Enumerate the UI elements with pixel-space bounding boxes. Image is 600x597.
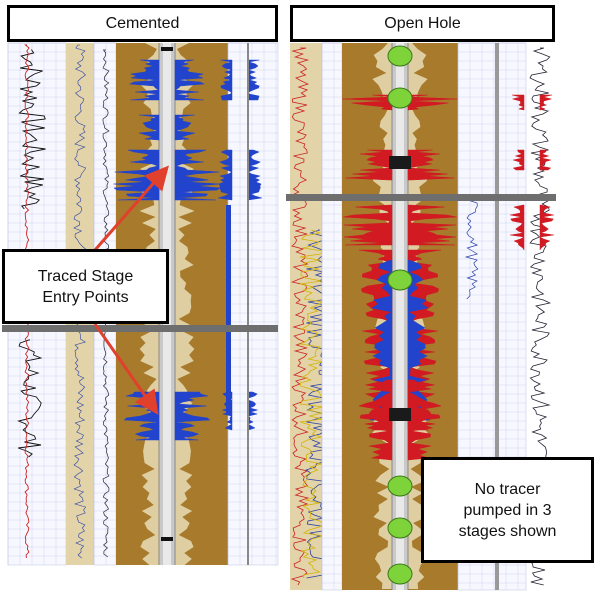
cemented-tracer-1-left <box>128 59 160 101</box>
entry-arrow-lower <box>93 323 159 415</box>
openhole-response-2-right <box>539 149 552 171</box>
cemented-tracer-2-right <box>174 114 195 141</box>
sleeve-marker-1 <box>389 156 411 169</box>
no-tracer-line-3: stages shown <box>458 522 557 540</box>
open-hole-title-text: Open Hole <box>384 14 461 32</box>
openhole-tracer-6-right <box>407 379 434 461</box>
cemented-gamma-curve-lower <box>17 339 43 458</box>
packer-marker-4 <box>387 475 413 497</box>
cemented-response-3 <box>221 391 259 431</box>
openhole-response-3-right <box>539 204 554 251</box>
no-tracer-callout: No tracer pumped in 3 stages shown <box>421 457 594 563</box>
cemented-stage-divider <box>2 325 278 332</box>
cemented-response-track <box>227 42 279 566</box>
openhole-tracer-2 <box>345 149 455 181</box>
entry-points-line-1: Traced Stage <box>37 267 134 285</box>
openhole-tracer-6-left <box>366 379 393 461</box>
openhole-tracer-2-left <box>345 149 393 181</box>
cemented-response-1-right <box>247 59 260 101</box>
cemented-tracer-1 <box>128 59 206 101</box>
openhole-tracer-3 <box>343 204 457 246</box>
openhole-response-1 <box>511 94 553 111</box>
packer-marker-5 <box>387 517 413 539</box>
openhole-response-2 <box>512 149 552 171</box>
cemented-response-1-left <box>220 59 233 101</box>
sleeve-marker-top <box>161 47 173 51</box>
cemented-tracer-1-right <box>174 59 206 101</box>
sleeve-marker-2 <box>389 408 411 421</box>
packer-marker-2 <box>387 87 413 109</box>
cemented-tracer-2 <box>139 114 195 141</box>
cemented-tracer-3-right <box>174 149 221 201</box>
cemented-title-text: Cemented <box>105 14 180 32</box>
open-hole-panel-title: Open Hole <box>290 5 555 42</box>
openhole-response-curve <box>464 199 479 300</box>
packer-marker-1 <box>387 45 413 67</box>
entry-arrow-upper <box>93 165 169 251</box>
packer-marker-3 <box>387 269 413 291</box>
openhole-response-2-left <box>512 149 525 171</box>
entry-points-line-2: Entry Points <box>42 288 129 306</box>
openhole-depth-track-bg <box>321 42 343 591</box>
openhole-response-1-left <box>511 94 525 111</box>
openhole-tracer-3-right <box>407 204 457 246</box>
cemented-response-2 <box>218 149 262 201</box>
cemented-response-2-left <box>218 149 233 201</box>
cemented-response-3-right <box>247 391 259 431</box>
entry-points-callout: Traced Stage Entry Points <box>2 249 169 324</box>
cemented-response-3-left <box>221 391 233 431</box>
cemented-tracer-2-left <box>139 114 160 141</box>
openhole-response-3-left <box>510 204 525 251</box>
no-tracer-line-1: No tracer <box>474 480 541 498</box>
cemented-gamma-curve-upper <box>18 49 46 210</box>
no-tracer-line-2: pumped in 3 <box>463 501 552 519</box>
openhole-stage-divider <box>286 194 556 201</box>
openhole-formation-tubing <box>396 43 404 590</box>
openhole-tracer-6 <box>366 379 434 461</box>
openhole-tracer-1-left <box>342 94 393 111</box>
cemented-blue-bar <box>226 205 231 415</box>
cemented-response-2-right <box>247 149 262 201</box>
cemented-response-1 <box>220 59 260 101</box>
openhole-tracer-2-right <box>407 149 455 181</box>
cemented-panel-title: Cemented <box>7 5 278 42</box>
openhole-response-1-right <box>539 94 553 111</box>
openhole-response-3 <box>510 204 554 251</box>
openhole-red-curve <box>290 47 310 586</box>
sleeve-marker-bottom <box>161 537 173 541</box>
openhole-tracer-1-right <box>407 94 458 111</box>
openhole-tracer-1 <box>342 94 458 111</box>
openhole-tracer-3-left <box>343 204 393 246</box>
cemented-tracer-4-right <box>174 391 211 441</box>
openhole-yellow-curve <box>299 229 325 579</box>
packer-marker-6 <box>387 563 413 585</box>
openhole-depth-track <box>321 42 343 591</box>
